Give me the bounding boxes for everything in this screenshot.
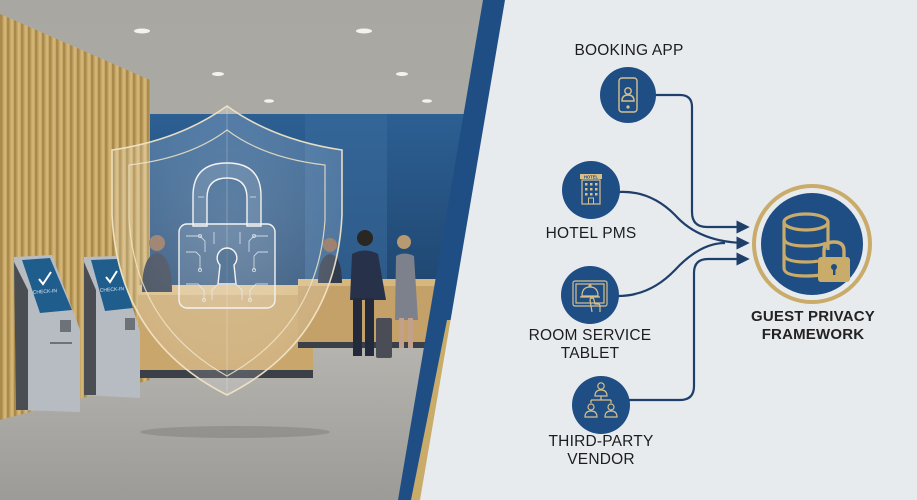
kiosk-screen bbox=[22, 258, 72, 313]
database-lock-icon bbox=[782, 212, 850, 282]
connectors bbox=[617, 93, 750, 402]
edge-room-service-tablet bbox=[617, 241, 726, 298]
check-in-kiosk-1: CHECK-IN bbox=[14, 255, 80, 412]
edge-third-party-vendor bbox=[629, 252, 750, 402]
rolling-suitcase bbox=[376, 318, 392, 358]
kiosk-screen bbox=[91, 259, 133, 311]
checkmark-icon bbox=[38, 271, 52, 286]
org-chart-people-icon bbox=[584, 382, 618, 418]
guest-woman bbox=[395, 235, 418, 348]
node-third-party-vendor bbox=[572, 376, 630, 434]
label-hotel-pms: HOTEL PMS bbox=[545, 225, 637, 242]
label-third-party-vendor-line1: THIRD-PARTY bbox=[548, 433, 654, 450]
node-room-service-tablet bbox=[561, 266, 619, 324]
kiosk-screen-text: CHECK-IN bbox=[100, 286, 125, 294]
tablet-cloche-tap-icon bbox=[572, 280, 608, 313]
blue-diagonal-band bbox=[398, 0, 510, 500]
label-guest-privacy-framework-line1: GUEST PRIVACY bbox=[750, 308, 876, 325]
smartphone-user-icon bbox=[618, 77, 638, 113]
svg-text:HOTEL: HOTEL bbox=[584, 174, 599, 179]
keyhole bbox=[216, 247, 238, 285]
label-third-party-vendor-line2: VENDOR bbox=[567, 451, 635, 468]
kiosk-screen-text: CHECK-IN bbox=[33, 288, 58, 296]
label-booking-app: BOOKING APP bbox=[574, 42, 684, 59]
shield-shadow bbox=[140, 426, 330, 438]
diagram-panel bbox=[420, 0, 917, 500]
check-in-kiosk-2: CHECK-IN bbox=[84, 256, 140, 398]
node-guest-privacy-framework bbox=[752, 184, 872, 304]
shield-padlock-icon bbox=[111, 105, 343, 396]
checkmark-icon bbox=[105, 270, 118, 284]
hotel-building-icon: HOTEL bbox=[580, 174, 602, 205]
guest-man bbox=[350, 230, 392, 358]
ceiling-lights bbox=[134, 28, 432, 103]
edge-booking-app bbox=[655, 93, 750, 234]
node-booking-app bbox=[600, 67, 656, 123]
label-room-service-tablet-line1: ROOM SERVICE bbox=[528, 327, 652, 344]
label-guest-privacy-framework-line2: FRAMEWORK bbox=[761, 326, 865, 343]
edge-hotel-pms bbox=[617, 190, 750, 250]
label-room-service-tablet-line2: TABLET bbox=[560, 345, 620, 362]
lobby-scene: CHECK-IN CHECK-IN bbox=[0, 0, 500, 500]
circuit-traces bbox=[186, 196, 268, 303]
node-hotel-pms: HOTEL bbox=[562, 161, 620, 219]
